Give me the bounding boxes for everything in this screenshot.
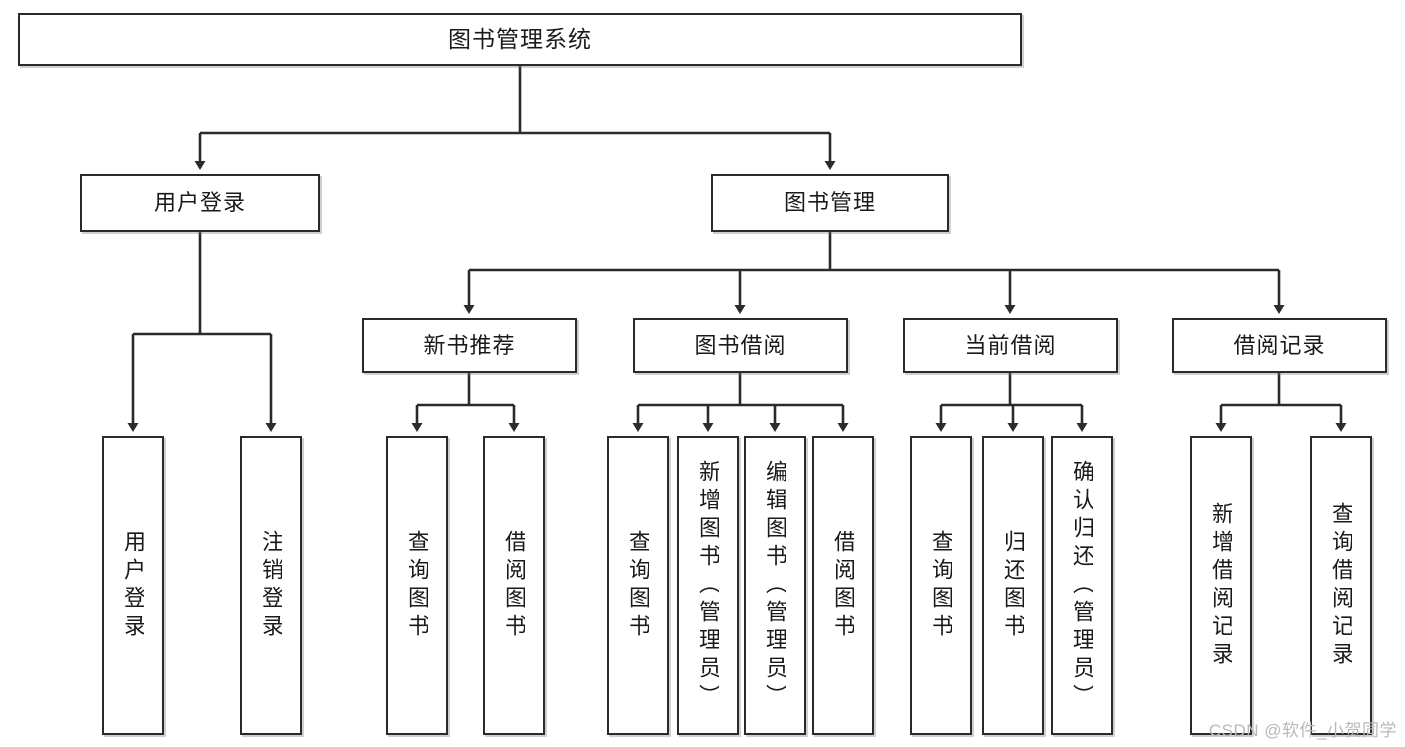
node-borrow-record-label: 借阅记录 — [1233, 332, 1326, 358]
node-leaf-borrow-book-1-label: 借阅图书 — [503, 529, 525, 642]
node-current-borrow[interactable]: 当前借阅 — [903, 318, 1118, 373]
node-leaf-query-book-3-label: 查询图书 — [930, 529, 952, 642]
node-leaf-confirm-return[interactable]: 确认归还（管理员） — [1051, 436, 1113, 735]
node-new-book-rec-label: 新书推荐 — [423, 332, 516, 358]
node-leaf-add-record-label: 新增借阅记录 — [1210, 501, 1232, 670]
node-leaf-query-book-1-label: 查询图书 — [406, 529, 428, 642]
node-leaf-add-book-label: 新增图书（管理员） — [697, 459, 719, 712]
node-leaf-user-login[interactable]: 用户登录 — [102, 436, 164, 735]
node-leaf-edit-book[interactable]: 编辑图书（管理员） — [744, 436, 806, 735]
node-leaf-return-book-label: 归还图书 — [1002, 529, 1024, 642]
node-leaf-confirm-return-label: 确认归还（管理员） — [1071, 459, 1093, 712]
csdn-watermark: CSDN @软件_小贺同学 — [1208, 721, 1397, 740]
node-leaf-borrow-book-2-label: 借阅图书 — [832, 529, 854, 642]
node-root[interactable]: 图书管理系统 — [18, 13, 1022, 66]
node-leaf-add-record[interactable]: 新增借阅记录 — [1190, 436, 1252, 735]
node-leaf-return-book[interactable]: 归还图书 — [982, 436, 1044, 735]
node-leaf-query-record[interactable]: 查询借阅记录 — [1310, 436, 1372, 735]
node-leaf-borrow-book-1[interactable]: 借阅图书 — [483, 436, 545, 735]
node-current-borrow-label: 当前借阅 — [964, 332, 1057, 358]
node-leaf-add-book[interactable]: 新增图书（管理员） — [677, 436, 739, 735]
node-user-login-label: 用户登录 — [153, 190, 246, 216]
node-book-manage[interactable]: 图书管理 — [711, 174, 949, 232]
node-new-book-rec[interactable]: 新书推荐 — [362, 318, 577, 373]
node-leaf-borrow-book-2[interactable]: 借阅图书 — [812, 436, 874, 735]
node-leaf-query-book-1[interactable]: 查询图书 — [386, 436, 448, 735]
node-leaf-logout-login-label: 注销登录 — [260, 529, 282, 642]
node-leaf-query-book-2-label: 查询图书 — [627, 529, 649, 642]
node-book-manage-label: 图书管理 — [783, 190, 876, 216]
node-leaf-user-login-label: 用户登录 — [122, 529, 144, 642]
node-leaf-query-book-2[interactable]: 查询图书 — [607, 436, 669, 735]
node-user-login[interactable]: 用户登录 — [80, 174, 320, 232]
node-root-label: 图书管理系统 — [448, 26, 592, 53]
node-book-borrow-label: 图书借阅 — [694, 332, 787, 358]
node-leaf-query-book-3[interactable]: 查询图书 — [910, 436, 972, 735]
node-leaf-logout-login[interactable]: 注销登录 — [240, 436, 302, 735]
node-borrow-record[interactable]: 借阅记录 — [1172, 318, 1387, 373]
node-leaf-query-record-label: 查询借阅记录 — [1330, 501, 1352, 670]
node-leaf-edit-book-label: 编辑图书（管理员） — [764, 459, 786, 712]
node-book-borrow[interactable]: 图书借阅 — [633, 318, 848, 373]
